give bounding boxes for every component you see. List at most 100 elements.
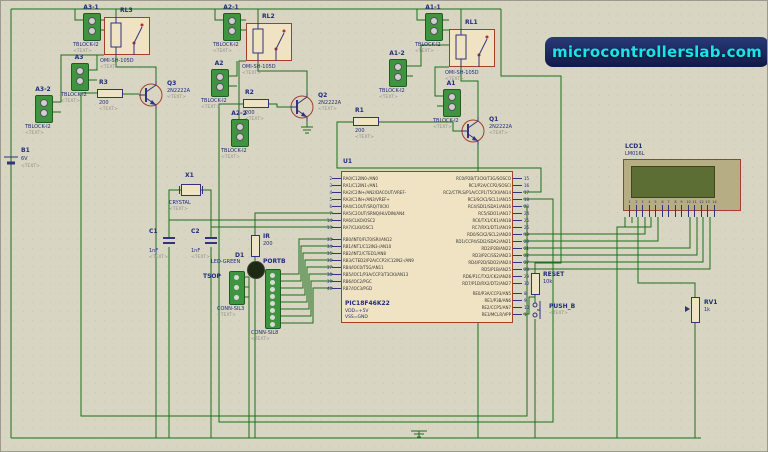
terminal-block[interactable]: A3-1 TBLOCK-I2 <TEXT>	[73, 4, 101, 54]
mcu-pin-row[interactable]: RE1/P3B/AN6 9	[393, 297, 533, 303]
mcu-pin-row[interactable]: 6 RA4/C1OUT/SRQ/T0CKI	[323, 203, 503, 209]
terminal-block-body[interactable]	[35, 95, 53, 123]
mcu-pin-row[interactable]: RC7/RX1/DT1/AN19 26	[393, 224, 533, 230]
relay[interactable]: RL2 OMI-SH-105D <TEXT>	[242, 13, 292, 76]
capacitor[interactable]: C1 1nF <TEXT>	[149, 228, 175, 260]
lcd-pin[interactable]: 13	[703, 200, 712, 217]
mcu-pin-row[interactable]: 35 RB2/INT2/CTED1/AN8	[323, 250, 503, 256]
wire[interactable]	[279, 273, 333, 310]
wire[interactable]	[460, 67, 479, 120]
wire[interactable]	[279, 287, 333, 324]
resistor-body[interactable]	[243, 99, 269, 108]
led-d1[interactable]	[247, 261, 265, 279]
lcd-pin[interactable]: 1	[625, 200, 634, 217]
terminal-block[interactable]: A2 TBLOCK-I2 <TEXT>	[201, 60, 229, 110]
ground-symbol[interactable]	[411, 430, 427, 438]
mcu-pin-row[interactable]: 4 RA2/C2IN+/AN2/DACOUT/VREF-	[323, 189, 503, 195]
wire[interactable]	[279, 252, 333, 289]
terminal-block-body[interactable]	[83, 13, 101, 41]
lcd-pin[interactable]: 5	[651, 200, 660, 217]
resistor[interactable]: R2 200 <TEXT>	[243, 89, 269, 122]
terminal-block-body[interactable]	[231, 119, 249, 147]
mcu-pin-row[interactable]: RC0/P2B/T3CKI/T3G/SOSCO 15	[393, 175, 533, 181]
wire[interactable]	[74, 9, 83, 21]
wire[interactable]	[523, 217, 698, 256]
lcd-pin[interactable]: 12	[697, 200, 706, 217]
wire[interactable]	[523, 217, 646, 235]
mcu-pin-row[interactable]: RD2/P2B/AN22 21	[393, 245, 533, 251]
resistor[interactable]: R3 200 <TEXT>	[97, 79, 123, 112]
lcd-pin[interactable]: 14	[710, 200, 719, 217]
ground-symbol[interactable]	[301, 126, 313, 134]
mcu-pin-row[interactable]: 38 RB5/IOC1/P3A/CCP3/T3CKI/AN13	[323, 271, 503, 277]
wire[interactable]	[80, 92, 528, 417]
wire[interactable]	[279, 259, 333, 296]
mcu-pin-row[interactable]: RC5/SDO1/AN17 24	[393, 210, 533, 216]
lcd-pin[interactable]: 9	[677, 200, 686, 217]
terminal-block-body[interactable]	[425, 13, 443, 41]
terminal-block-body[interactable]	[71, 63, 89, 91]
lcd-pin[interactable]: 6	[658, 200, 667, 217]
terminal-block[interactable]: A1-1 TBLOCK-I2 <TEXT>	[415, 4, 443, 54]
mcu-pin-row[interactable]: RC4/SDI1/SDA1/AN16 23	[393, 203, 533, 209]
wire[interactable]	[168, 189, 181, 237]
wire[interactable]	[279, 266, 333, 303]
mcu-pin-row[interactable]: RE3/MCLR/VPP 1	[393, 311, 533, 317]
capacitor[interactable]: C2 1nF <TEXT>	[191, 228, 217, 260]
wire[interactable]	[227, 61, 238, 77]
lcd-pin[interactable]: 11	[690, 200, 699, 217]
mcu-pin-row[interactable]: 14 RA6/CLKO/OSC2	[323, 217, 503, 223]
wire[interactable]	[637, 217, 696, 297]
relay[interactable]: RL1 OMI-SH-105D <TEXT>	[445, 19, 495, 82]
mcu-pin-row[interactable]: 39 RB6/IOC2/PGC	[323, 278, 503, 284]
wire[interactable]	[279, 245, 333, 282]
wire[interactable]	[617, 217, 652, 228]
mcu-pin-row[interactable]: 34 RB1/INT1/C12IN3-/AN10	[323, 243, 503, 249]
transistor[interactable]: Q3 2N2222A <TEXT>	[137, 80, 190, 110]
relay[interactable]: RL3 OMI-SH-105D <TEXT>	[100, 7, 150, 70]
mcu-pin-row[interactable]: RD5/P1B/AN25 28	[393, 266, 533, 272]
transistor[interactable]: Q1 2N2222A <TEXT>	[459, 116, 512, 146]
transistor[interactable]: Q2 2N2222A <TEXT>	[288, 92, 341, 122]
mcu-pin-row[interactable]: 36 RB3/CTED2/P2A/CCP2/C12IN2-/AN9	[323, 257, 503, 263]
mcu-pin-row[interactable]: 2 RA0/C12IN0-/AN0	[323, 175, 503, 181]
reset-resistor[interactable]	[531, 273, 540, 295]
mcu-pin-row[interactable]: 33 RB0/INT0/FLT0/SRI/AN12	[323, 236, 503, 242]
mcu-pin-row[interactable]: 3 RA1/C12IN1-/AN1	[323, 182, 503, 188]
mcu-pin-row[interactable]: RE2/CCP5/AN7 10	[393, 304, 533, 310]
ir-resistor[interactable]	[251, 235, 260, 257]
wire[interactable]	[269, 103, 290, 108]
terminal-block[interactable]: A3-2 TBLOCK-I2 <TEXT>	[25, 86, 53, 136]
wire[interactable]	[336, 121, 542, 193]
terminal-block-body[interactable]	[223, 13, 241, 41]
wire[interactable]	[87, 55, 98, 71]
terminal-block[interactable]: A1 TBLOCK-I2 <TEXT>	[433, 80, 461, 130]
mcu-pin-row[interactable]: 37 RB4/IOC0/T5G/AN11	[323, 264, 503, 270]
mcu-u1[interactable]	[341, 171, 513, 323]
mcu-pin-row[interactable]: RD7/P1D/RX2/DT2/AN27 30	[393, 280, 533, 286]
mcu-pin-row[interactable]: 13 RA7/CLKI/OSC1	[323, 224, 503, 230]
wire[interactable]	[51, 54, 104, 103]
wire[interactable]	[523, 217, 691, 249]
portb-connector[interactable]	[265, 269, 281, 329]
wire[interactable]	[500, 9, 562, 273]
terminal-block[interactable]: A1-2 TBLOCK-I2 <TEXT>	[379, 50, 407, 100]
crystal[interactable]	[179, 184, 203, 196]
wire[interactable]	[254, 212, 333, 235]
terminal-block[interactable]: A2-2 TBLOCK-I2 <TEXT>	[221, 110, 249, 160]
wire[interactable]	[416, 9, 425, 21]
potentiometer[interactable]	[685, 297, 700, 323]
resistor[interactable]: R1 200 <TEXT>	[353, 107, 379, 140]
lcd-pin[interactable]: 2	[632, 200, 641, 217]
mcu-pin-row[interactable]: RE0/P3A/CCP3/AN5 8	[393, 290, 533, 296]
resistor-body[interactable]	[97, 89, 123, 98]
tsop-connector[interactable]	[229, 271, 245, 305]
wire[interactable]	[201, 189, 212, 237]
terminal-block[interactable]: A3 TBLOCK-I2 <TEXT>	[61, 54, 89, 104]
mcu-pin-row[interactable]: RD6/P1C/TX2/CK2/AN26 29	[393, 273, 533, 279]
wire[interactable]	[279, 280, 333, 317]
mcu-pin-row[interactable]: 40 RB7/IOC3/PGD	[323, 285, 503, 291]
wire[interactable]	[405, 44, 449, 67]
wire[interactable]	[218, 103, 554, 423]
mcu-pin-row[interactable]: RD1/CCP4/SDI2/SDA2/AN21 20	[393, 238, 533, 244]
